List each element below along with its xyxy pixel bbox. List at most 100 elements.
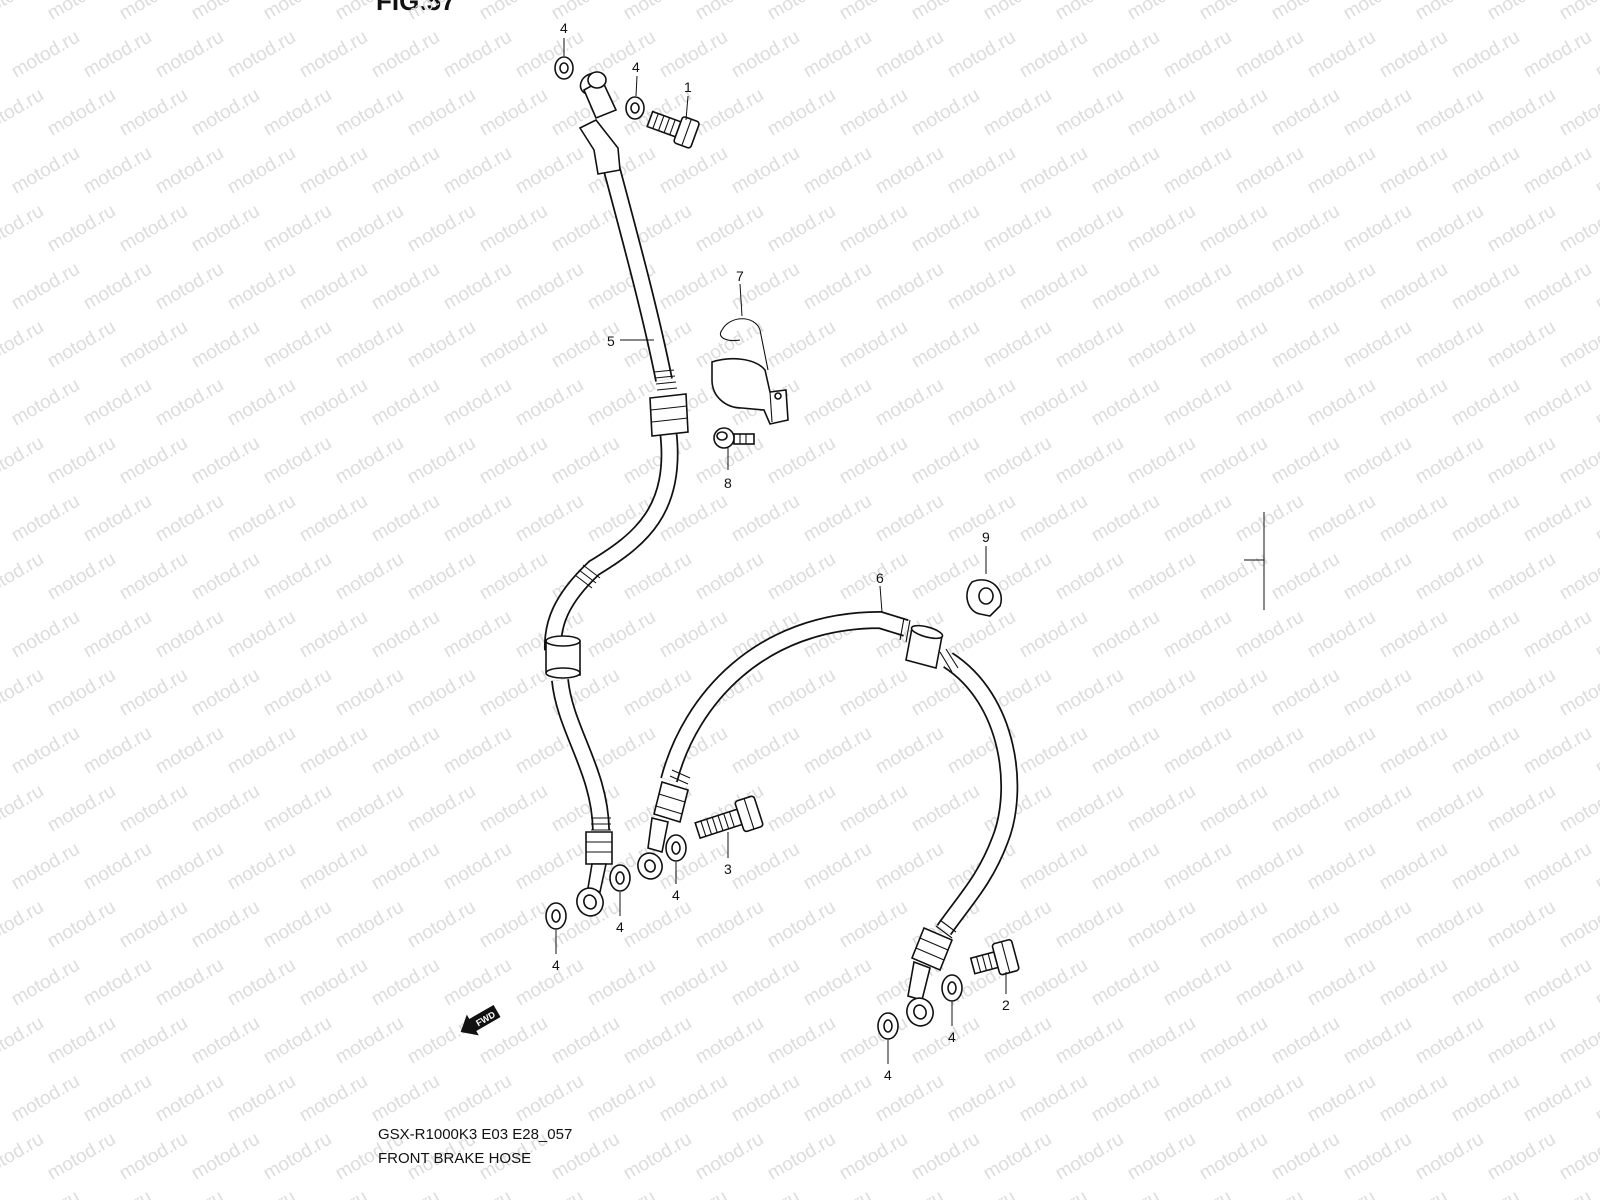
watermark-text: motod.ru	[1304, 143, 1379, 199]
watermark-text: motod.ru	[1412, 85, 1487, 141]
callout-4-bottom-right: 4	[948, 1029, 956, 1045]
watermark-text: motod.ru	[908, 317, 983, 373]
watermark-text: motod.ru	[1124, 201, 1199, 257]
watermark-text: motod.ru	[440, 723, 515, 779]
watermark-text: motod.ru	[1448, 491, 1523, 547]
watermark-text: motod.ru	[1592, 723, 1600, 779]
watermark-text: motod.ru	[1088, 1071, 1163, 1127]
watermark-text: motod.ru	[1268, 781, 1343, 837]
watermark-text: motod.ru	[116, 1013, 191, 1069]
watermark-text: motod.ru	[188, 1013, 263, 1069]
watermark-text: motod.ru	[764, 549, 839, 605]
watermark-text: motod.ru	[1592, 607, 1600, 663]
watermark-text: motod.ru	[260, 665, 335, 721]
watermark-text: motod.ru	[116, 549, 191, 605]
watermark-text: motod.ru	[800, 1187, 875, 1200]
watermark-text: motod.ru	[1304, 259, 1379, 315]
watermark-text: motod.ru	[188, 665, 263, 721]
watermark-text: motod.ru	[764, 1129, 839, 1185]
watermark-text: motod.ru	[1124, 897, 1199, 953]
watermark-text: motod.ru	[116, 1129, 191, 1185]
watermark-text: motod.ru	[1268, 0, 1343, 24]
watermark-text: motod.ru	[1412, 0, 1487, 24]
watermark-text: motod.ru	[1160, 143, 1235, 199]
watermark-text: motod.ru	[1520, 375, 1595, 431]
watermark-text: motod.ru	[836, 897, 911, 953]
watermark-text: motod.ru	[1160, 259, 1235, 315]
watermark-text: motod.ru	[1232, 955, 1307, 1011]
watermark-text: motod.ru	[1340, 317, 1415, 373]
watermark-text: motod.ru	[116, 317, 191, 373]
watermark-text: motod.ru	[224, 955, 299, 1011]
watermark-text: motod.ru	[764, 85, 839, 141]
callout-4-bottom: 4	[884, 1067, 892, 1083]
watermark-text: motod.ru	[332, 0, 407, 24]
watermark-text: motod.ru	[1232, 1187, 1307, 1200]
watermark-text: motod.ru	[980, 1129, 1055, 1185]
watermark-text: motod.ru	[800, 491, 875, 547]
callout-7: 7	[736, 268, 744, 284]
watermark-text: motod.ru	[1412, 549, 1487, 605]
bracket-bolt-8	[713, 427, 755, 449]
watermark-text: motod.ru	[0, 1129, 47, 1185]
watermark-text: motod.ru	[440, 259, 515, 315]
watermark-text: motod.ru	[44, 317, 119, 373]
watermark-text: motod.ru	[1556, 665, 1600, 721]
watermark-text: motod.ru	[1232, 839, 1307, 895]
watermark-text: motod.ru	[1520, 143, 1595, 199]
watermark-text: motod.ru	[368, 723, 443, 779]
watermark-text: motod.ru	[368, 955, 443, 1011]
watermark-text: motod.ru	[476, 549, 551, 605]
watermark-text: motod.ru	[188, 549, 263, 605]
watermark-text: motod.ru	[1484, 897, 1559, 953]
watermark-text: motod.ru	[728, 723, 803, 779]
watermark-text: motod.ru	[800, 143, 875, 199]
watermark-text: motod.ru	[656, 955, 731, 1011]
watermark-text: motod.ru	[512, 839, 587, 895]
watermark-text: motod.ru	[944, 375, 1019, 431]
watermark-text: motod.ru	[800, 259, 875, 315]
watermark-text: motod.ru	[1088, 491, 1163, 547]
watermark-text: motod.ru	[800, 839, 875, 895]
watermark-text: motod.ru	[1196, 549, 1271, 605]
watermark-text: motod.ru	[1448, 955, 1523, 1011]
watermark-text: motod.ru	[404, 897, 479, 953]
watermark-text: motod.ru	[296, 955, 371, 1011]
watermark-text: motod.ru	[1520, 1187, 1595, 1200]
watermark-text: motod.ru	[0, 1013, 47, 1069]
watermark-text: motod.ru	[332, 433, 407, 489]
watermark-text: motod.ru	[764, 665, 839, 721]
watermark-text: motod.ru	[1196, 781, 1271, 837]
hose-clamp-bracket	[711, 318, 789, 425]
watermark-text: motod.ru	[1484, 1013, 1559, 1069]
watermark-text: motod.ru	[188, 201, 263, 257]
watermark-text: motod.ru	[980, 85, 1055, 141]
watermark-text: motod.ru	[1592, 143, 1600, 199]
watermark-text: motod.ru	[476, 317, 551, 373]
watermark-text: motod.ru	[224, 375, 299, 431]
watermark-text: motod.ru	[368, 1187, 443, 1200]
watermark-text: motod.ru	[224, 491, 299, 547]
watermark-text: motod.ru	[656, 27, 731, 83]
watermark-text: motod.ru	[116, 665, 191, 721]
watermark-text: motod.ru	[1052, 549, 1127, 605]
watermark-text: motod.ru	[332, 897, 407, 953]
watermark-text: motod.ru	[1160, 375, 1235, 431]
margin-mark	[1244, 512, 1265, 610]
union-bolt-3	[694, 795, 764, 840]
watermark-text: motod.ru	[476, 85, 551, 141]
watermark-text: motod.ru	[1052, 665, 1127, 721]
watermark-text: motod.ru	[0, 549, 47, 605]
watermark-text: motod.ru	[0, 781, 47, 837]
watermark-text: motod.ru	[980, 317, 1055, 373]
watermark-text: motod.ru	[980, 433, 1055, 489]
watermark-text: motod.ru	[1556, 85, 1600, 141]
watermark-text: motod.ru	[1052, 433, 1127, 489]
watermark-text: motod.ru	[872, 1187, 947, 1200]
watermark-text: motod.ru	[1412, 433, 1487, 489]
watermark-text: motod.ru	[224, 1187, 299, 1200]
watermark-text: motod.ru	[404, 85, 479, 141]
section-name-caption: FRONT BRAKE HOSE	[378, 1150, 532, 1167]
watermark-text: motod.ru	[512, 375, 587, 431]
